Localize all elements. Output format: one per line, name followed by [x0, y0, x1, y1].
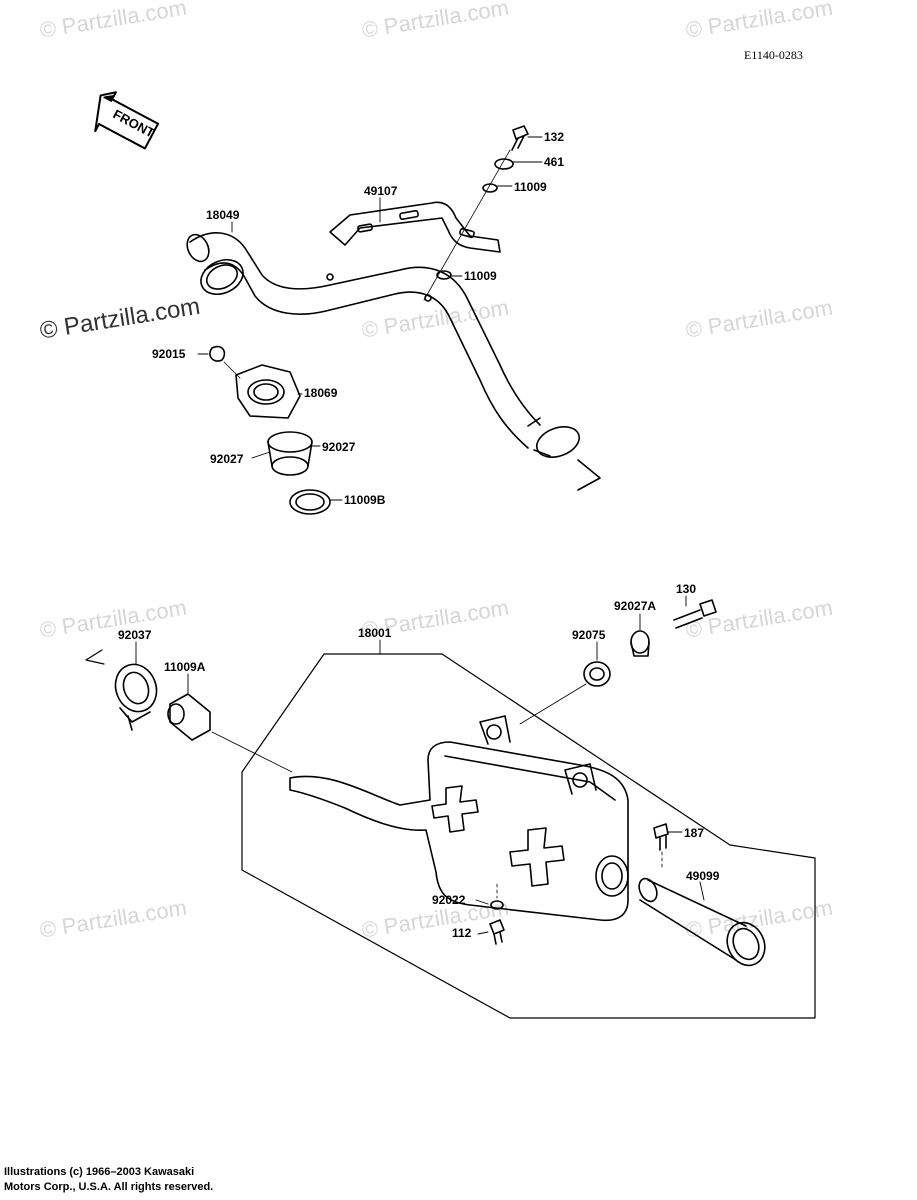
grommet-11009-mid [436, 270, 452, 280]
gasket-11009A [167, 693, 293, 773]
callout-49099: 49099 [686, 869, 720, 883]
leader-lines [135, 136, 705, 935]
exhaust-flange [235, 364, 301, 419]
callout-132: 132 [544, 130, 565, 144]
callout-92027-left: 92027 [210, 452, 244, 466]
collet-pair [267, 431, 313, 476]
front-arrow-icon [94, 91, 160, 150]
grommet-11009-top [482, 183, 498, 193]
callout-92027-right: 92027 [322, 440, 356, 454]
callout-92075: 92075 [572, 628, 606, 642]
copyright-notice: Illustrations (c) 1966–2003 Kawasaki Mot… [4, 1165, 213, 1195]
callout-11009-top: 11009 [514, 180, 547, 194]
gasket-11009B [289, 489, 331, 515]
callout-130: 130 [676, 582, 697, 596]
bolt-112 [489, 919, 505, 945]
callout-112: 112 [452, 926, 472, 940]
diagram-id: E1140-0283 [744, 48, 803, 62]
callout-18001: 18001 [358, 626, 392, 640]
callout-92015: 92015 [152, 347, 186, 361]
clamp [114, 663, 158, 731]
callout-92022: 92022 [432, 893, 466, 907]
bolt-130 [673, 599, 717, 629]
bolt-132 [511, 125, 529, 151]
grommet-92075 [583, 661, 611, 687]
collar-92027A [630, 630, 650, 657]
callout-187: 187 [684, 826, 705, 840]
callout-18049: 18049 [206, 208, 240, 222]
washer-461 [494, 158, 514, 170]
callout-49107: 49107 [364, 184, 398, 198]
copyright-line-2: Motors Corp., U.S.A. All rights reserved… [4, 1181, 214, 1193]
bolt-187 [653, 823, 669, 869]
callout-11009B: 11009B [344, 493, 386, 507]
washer-92022 [490, 900, 504, 910]
spark-arrester-tip [638, 877, 766, 967]
assembly-outline [241, 653, 816, 1019]
callout-92027A: 92027A [614, 599, 657, 613]
bracket [329, 201, 501, 253]
exhaust-header-pipe [186, 232, 601, 491]
copyright-line-1: Illustrations (c) 1966–2003 Kawasaki [4, 1166, 195, 1178]
nut-92015 [209, 345, 226, 362]
muffler [289, 715, 629, 922]
callout-11009A: 11009A [164, 660, 206, 674]
callout-461: 461 [544, 155, 565, 169]
callout-92037: 92037 [118, 628, 152, 642]
callout-18069: 18069 [304, 386, 338, 400]
callout-11009-mid: 11009 [464, 269, 497, 283]
